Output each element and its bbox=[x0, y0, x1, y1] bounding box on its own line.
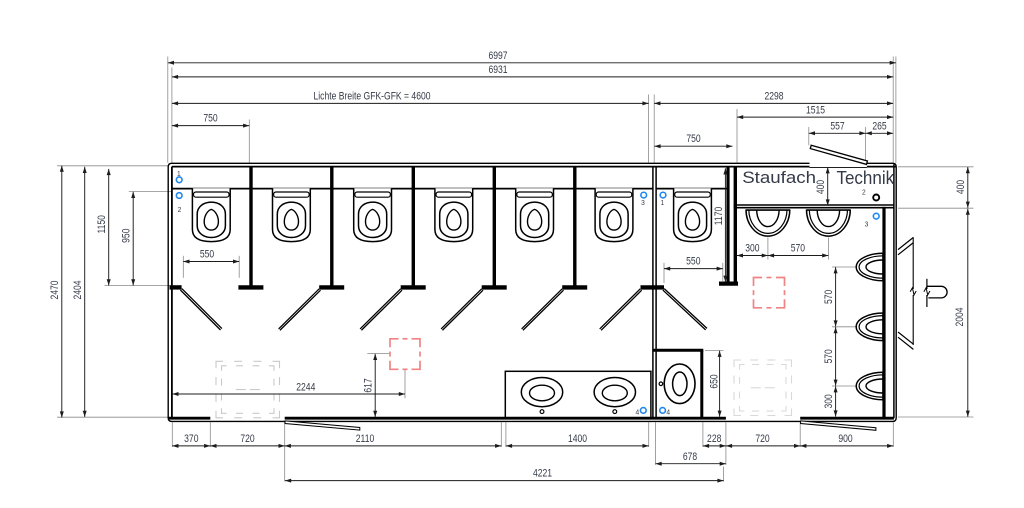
svg-text:3: 3 bbox=[865, 221, 869, 228]
svg-text:1: 1 bbox=[660, 200, 664, 207]
svg-text:3: 3 bbox=[641, 200, 645, 207]
svg-text:557: 557 bbox=[830, 120, 844, 132]
svg-text:Technik: Technik bbox=[836, 168, 894, 189]
svg-text:1: 1 bbox=[177, 171, 181, 178]
svg-text:570: 570 bbox=[791, 243, 806, 255]
svg-text:6931: 6931 bbox=[488, 64, 507, 76]
svg-text:570: 570 bbox=[823, 289, 835, 304]
svg-text:550: 550 bbox=[686, 256, 701, 268]
svg-text:2110: 2110 bbox=[356, 433, 375, 445]
svg-text:950: 950 bbox=[121, 228, 133, 243]
svg-text:2: 2 bbox=[178, 207, 182, 214]
svg-text:570: 570 bbox=[823, 349, 835, 364]
svg-text:2244: 2244 bbox=[296, 381, 316, 393]
svg-text:2298: 2298 bbox=[764, 91, 784, 103]
svg-text:4221: 4221 bbox=[533, 468, 552, 480]
svg-text:1150: 1150 bbox=[96, 215, 108, 234]
svg-text:720: 720 bbox=[755, 433, 770, 445]
svg-text:Lichte Breite GFK-GFK = 4600: Lichte Breite GFK-GFK = 4600 bbox=[313, 91, 430, 103]
svg-text:300: 300 bbox=[745, 243, 760, 255]
svg-text:550: 550 bbox=[200, 249, 215, 261]
svg-text:1515: 1515 bbox=[806, 104, 826, 116]
svg-text:4: 4 bbox=[666, 409, 670, 416]
svg-text:400: 400 bbox=[955, 179, 967, 194]
svg-text:750: 750 bbox=[686, 133, 701, 145]
svg-text:265: 265 bbox=[872, 120, 887, 132]
svg-text:2470: 2470 bbox=[49, 280, 61, 300]
svg-text:6997: 6997 bbox=[488, 50, 507, 62]
svg-text:300: 300 bbox=[823, 394, 835, 409]
svg-text:617: 617 bbox=[363, 378, 375, 392]
svg-text:678: 678 bbox=[683, 451, 698, 463]
svg-text:750: 750 bbox=[203, 113, 218, 125]
svg-text:1170: 1170 bbox=[713, 206, 725, 225]
svg-text:228: 228 bbox=[707, 433, 722, 445]
svg-text:Staufach: Staufach bbox=[742, 168, 816, 187]
svg-text:1400: 1400 bbox=[568, 433, 588, 445]
svg-text:370: 370 bbox=[184, 433, 199, 445]
svg-text:900: 900 bbox=[838, 433, 853, 445]
svg-text:4: 4 bbox=[636, 409, 640, 416]
svg-text:2: 2 bbox=[862, 189, 866, 196]
svg-text:650: 650 bbox=[708, 374, 720, 389]
svg-text:2004: 2004 bbox=[954, 307, 966, 327]
svg-text:2404: 2404 bbox=[72, 280, 84, 300]
svg-text:400: 400 bbox=[815, 179, 827, 194]
svg-text:720: 720 bbox=[240, 433, 255, 445]
